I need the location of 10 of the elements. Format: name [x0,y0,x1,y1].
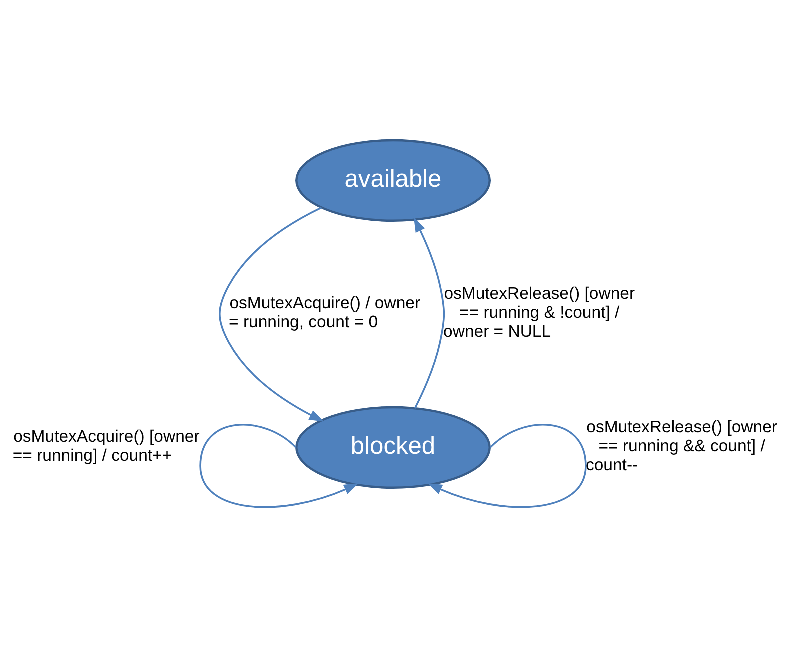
arrow [200,424,359,508]
arrow [414,218,446,409]
arrow [219,206,324,422]
edge-label: osMutexAcquire() / owner = running, count = 0 [229,294,421,332]
edge-label: osMutexAcquire() [owner == running] / count++ [12,427,200,466]
edge-label: osMutexRelease() [owner == running & !count] / owner = NULL [444,284,636,342]
node-ellipse: blocked [296,406,492,490]
edge-label: osMutexRelease() [owner == running && count] / count-- [586,418,778,475]
arrow [428,424,587,508]
node-ellipse: available [296,139,492,222]
